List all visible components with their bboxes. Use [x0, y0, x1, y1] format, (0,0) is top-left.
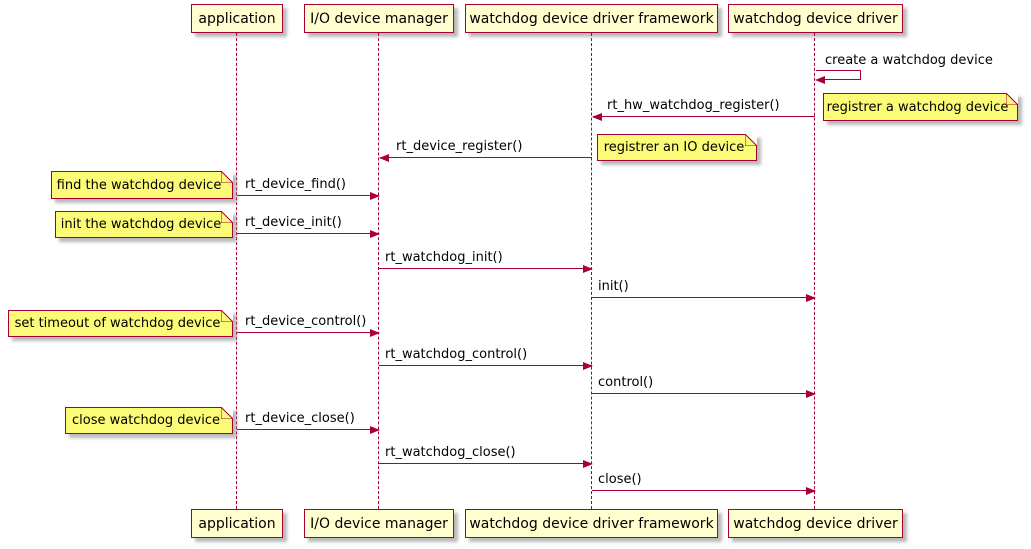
message-rt-watchdog-control: rt_watchdog_control() [379, 347, 593, 370]
participant-watchdog-framework-bottom: watchdog device driver framework [465, 509, 718, 538]
participant-label: I/O device manager [310, 515, 448, 532]
message-label: init() [598, 279, 629, 294]
note-fold-icon [221, 310, 233, 322]
message-line [237, 233, 379, 234]
message-init: init() [592, 279, 816, 302]
arrowhead-left-icon [379, 153, 389, 162]
note-label: init the watchdog device [60, 217, 222, 232]
note-label: set timeout of watchdog device [14, 316, 221, 331]
participant-io-device-manager-top: I/O device manager [304, 4, 454, 33]
message-rt-hw-watchdog-register: rt_hw_watchdog_register() [592, 98, 815, 121]
note-fold-icon [221, 211, 233, 223]
message-rt-device-close: rt_device_close() [237, 411, 380, 434]
note-registrer-an-io-device: registrer an IO device [597, 134, 757, 161]
message-label: rt_device_register() [396, 139, 523, 154]
message-rt-watchdog-init: rt_watchdog_init() [379, 250, 593, 273]
arrowhead-right-icon [583, 264, 593, 273]
note-fold-icon [745, 134, 757, 146]
arrowhead-right-icon [806, 293, 816, 302]
self-message-line-bottom [824, 79, 861, 80]
participant-io-device-manager-bottom: I/O device manager [304, 509, 454, 538]
note-label: find the watchdog device [56, 177, 222, 193]
note-fold-icon [1006, 93, 1018, 105]
note-fold-icon [221, 171, 233, 183]
message-label: rt_device_close() [245, 411, 355, 426]
message-label: rt_watchdog_init() [385, 250, 503, 265]
message-line [593, 116, 815, 117]
message-rt-device-find: rt_device_find() [237, 177, 380, 200]
message-label: rt_watchdog_control() [385, 347, 528, 362]
participant-application-bottom: application [191, 509, 283, 538]
message-line [592, 297, 815, 298]
arrowhead-right-icon [370, 328, 380, 337]
message-rt-device-init: rt_device_init() [237, 215, 380, 238]
self-message-line-top [816, 70, 861, 71]
message-label: rt_device_find() [245, 177, 346, 192]
participant-label: application [198, 10, 276, 27]
self-message-arrowhead-icon [815, 75, 825, 84]
message-rt-watchdog-close: rt_watchdog_close() [379, 445, 593, 468]
arrowhead-right-icon [806, 389, 816, 398]
self-message-label: create a watchdog device [825, 53, 993, 68]
arrowhead-right-icon [583, 459, 593, 468]
message-label: rt_device_control() [245, 314, 367, 329]
participant-label: watchdog device driver [733, 10, 898, 27]
message-line [237, 332, 379, 333]
message-close: close() [592, 472, 816, 495]
participant-label: watchdog device driver framework [469, 515, 714, 532]
message-line [379, 365, 592, 366]
message-line [592, 393, 815, 394]
lifeline-application [236, 33, 237, 509]
participant-application-top: application [191, 4, 283, 33]
participant-label: watchdog device driver [733, 515, 898, 532]
message-line [237, 429, 379, 430]
note-label: registrer an IO device [603, 140, 745, 155]
arrowhead-right-icon [806, 486, 816, 495]
arrowhead-right-icon [370, 229, 380, 238]
message-control: control() [592, 375, 816, 398]
lifeline-io-device-manager [378, 33, 379, 509]
message-rt-device-control: rt_device_control() [237, 314, 380, 337]
message-line [379, 463, 592, 464]
self-message-line-side [860, 70, 861, 80]
participant-label: I/O device manager [310, 10, 448, 27]
message-line [592, 490, 815, 491]
note-init-the-watchdog-device: init the watchdog device [55, 211, 233, 238]
note-close-watchdog-device: close watchdog device [65, 407, 233, 434]
note-find-the-watchdog-device: find the watchdog device [51, 171, 233, 199]
message-label: rt_hw_watchdog_register() [607, 98, 780, 113]
lifeline-watchdog-driver [814, 33, 815, 509]
note-fold-icon [221, 407, 233, 419]
note-registrer-a-watchdog-device: registrer a watchdog device [823, 93, 1018, 121]
arrowhead-right-icon [370, 425, 380, 434]
arrowhead-right-icon [583, 361, 593, 370]
message-line [237, 195, 379, 196]
arrowhead-right-icon [370, 191, 380, 200]
arrowhead-left-icon [592, 112, 602, 121]
message-rt-device-register: rt_device_register() [379, 139, 592, 162]
participant-watchdog-framework-top: watchdog device driver framework [465, 4, 718, 33]
participant-watchdog-driver-bottom: watchdog device driver [728, 509, 903, 538]
message-label: rt_watchdog_close() [385, 445, 516, 460]
participant-label: watchdog device driver framework [469, 10, 714, 27]
message-label: control() [598, 375, 654, 390]
message-label: close() [598, 472, 642, 487]
note-label: close watchdog device [72, 413, 220, 428]
participant-label: application [198, 515, 276, 532]
note-label: registrer a watchdog device [826, 99, 1009, 115]
participant-watchdog-driver-top: watchdog device driver [728, 4, 903, 33]
message-line [379, 268, 592, 269]
note-set-timeout-of-watchdog-device: set timeout of watchdog device [8, 310, 233, 337]
message-line [380, 157, 592, 158]
message-label: rt_device_init() [245, 215, 342, 230]
